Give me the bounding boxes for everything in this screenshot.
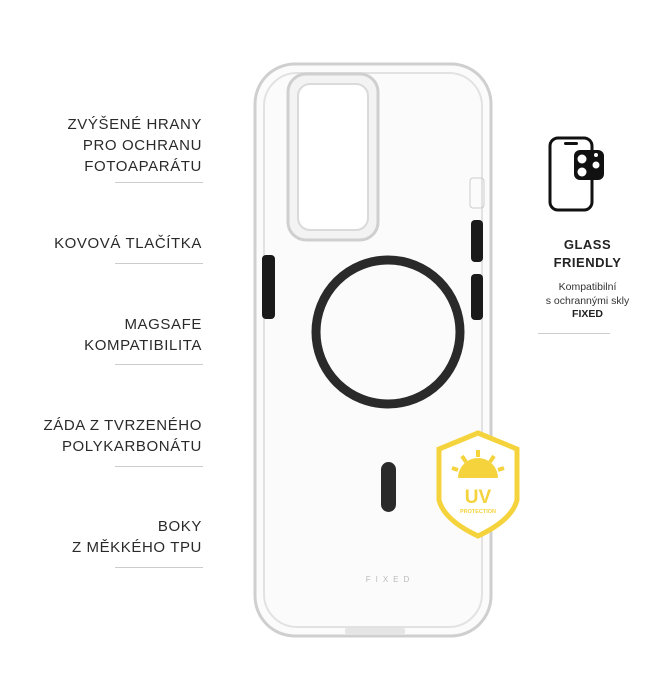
sun-icon <box>458 458 498 478</box>
glass-friendly-brand: FIXED <box>572 308 603 320</box>
divider <box>115 263 203 264</box>
feature-polycarbonate-back: ZÁDA Z TVRZENÉHO POLYKARBONÁTU <box>43 417 202 455</box>
svg-text:PROTECTION: PROTECTION <box>460 509 496 515</box>
feature-magsafe: MAGSAFE KOMPATIBILITA <box>84 316 202 354</box>
uv-protection-badge: UV PROTECTION <box>436 430 520 539</box>
feature-raised-edges: ZVÝŠENÉ HRANY PRO OCHRANU FOTOAPARÁTU <box>67 116 202 175</box>
magsafe-ring <box>311 255 465 409</box>
feature-metal-buttons: KOVOVÁ TLAČÍTKA <box>54 235 202 252</box>
divider <box>115 364 203 365</box>
feature-tpu-sides: BOKY Z MĚKKÉHO TPU <box>71 518 202 556</box>
phone-with-camera-glass-icon <box>548 136 604 212</box>
divider <box>115 567 203 568</box>
case-logo: FIXED <box>366 575 415 584</box>
glass-friendly-subtitle: Kompatibilní s ochrannými skly <box>545 281 630 307</box>
divider <box>115 466 203 467</box>
svg-text:UV: UV <box>465 487 492 508</box>
divider <box>538 333 610 334</box>
divider <box>115 182 203 183</box>
glass-friendly-title: GLASS FRIENDLY <box>553 237 622 270</box>
